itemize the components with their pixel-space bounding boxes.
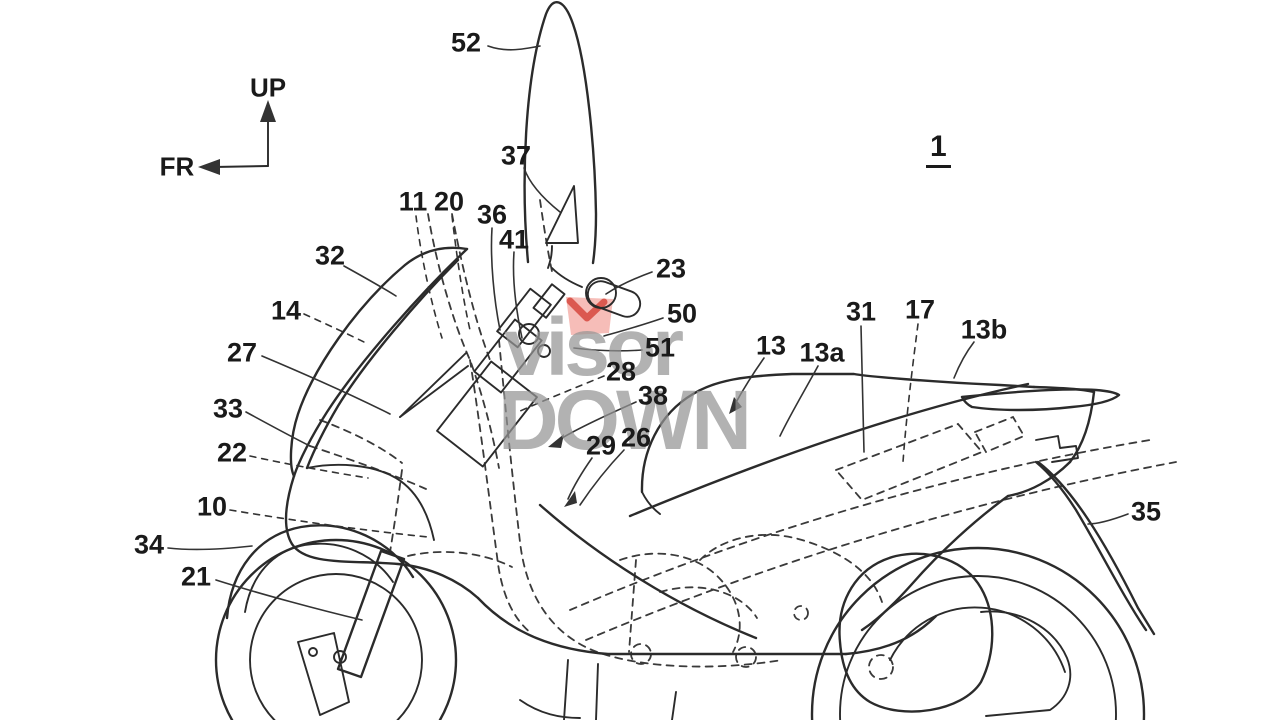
part-label-26: 26 — [620, 422, 652, 453]
part-label-27: 27 — [226, 337, 258, 368]
watermark-line1: visor — [504, 302, 684, 393]
part-label-22: 22 — [216, 437, 248, 468]
part-label-21: 21 — [180, 561, 212, 592]
watermark: visor DOWN — [498, 302, 752, 468]
part-label-41: 41 — [498, 224, 530, 255]
seat — [642, 374, 1034, 514]
figure-number: 1 — [926, 130, 951, 168]
front-direction-label: FR — [159, 151, 195, 182]
part-label-23: 23 — [655, 253, 687, 284]
part-label-38: 38 — [637, 380, 669, 411]
rear-fender — [1036, 436, 1154, 634]
part-label-13b: 13b — [960, 314, 1008, 345]
part-label-37: 37 — [500, 140, 532, 171]
body-floor — [478, 384, 1028, 720]
part-label-11: 11 — [398, 186, 428, 217]
part-label-28: 28 — [605, 356, 637, 387]
direction-indicator — [198, 100, 276, 175]
part-label-29: 29 — [585, 430, 617, 461]
leader-lines — [168, 46, 1128, 620]
front-fairing — [286, 248, 478, 598]
part-label-13: 13 — [755, 330, 787, 361]
handlebar-cluster — [437, 278, 644, 467]
part-label-20: 20 — [433, 186, 465, 217]
part-label-31: 31 — [845, 296, 877, 327]
part-label-17: 17 — [904, 294, 936, 325]
part-label-35: 35 — [1130, 496, 1162, 527]
part-label-51: 51 — [644, 332, 676, 363]
windscreen — [525, 2, 596, 263]
part-label-50: 50 — [666, 298, 698, 329]
part-label-32: 32 — [314, 240, 346, 271]
part-label-36: 36 — [476, 199, 508, 230]
part-label-33: 33 — [212, 393, 244, 424]
part-label-14: 14 — [270, 295, 302, 326]
engine-case — [839, 554, 1070, 716]
part-label-13a: 13a — [799, 337, 845, 368]
part-label-10: 10 — [196, 491, 228, 522]
part-label-34: 34 — [133, 529, 165, 560]
mirror-stay — [546, 186, 582, 287]
up-direction-label: UP — [249, 72, 287, 103]
watermark-line2: DOWN — [498, 373, 752, 468]
rear-wheel — [812, 548, 1144, 720]
part-label-52: 52 — [450, 27, 482, 58]
front-wheel — [216, 525, 456, 720]
